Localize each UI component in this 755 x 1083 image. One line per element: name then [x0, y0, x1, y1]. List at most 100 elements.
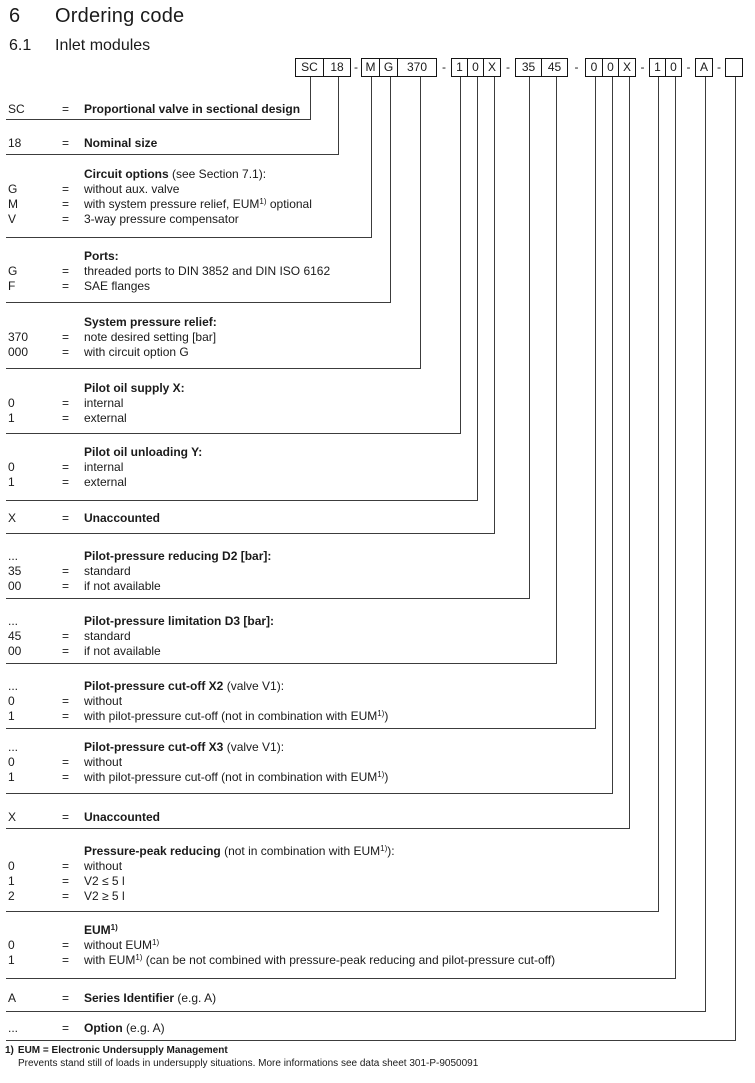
description-cell: standard: [84, 564, 131, 578]
connector-vertical-line: [735, 77, 736, 1041]
description-cell: Pilot-pressure cut-off X3 (valve V1):: [84, 740, 285, 754]
description-cell: Pressure-peak reducing (not in combinati…: [84, 844, 395, 858]
section-proportional-valve: SC=Proportional valve in sectional desig…: [0, 102, 750, 117]
section-circuit-options: Circuit options (see Section 7.1):G=with…: [0, 167, 750, 227]
code-cell: A: [8, 991, 17, 1005]
section-ports: Ports:G=threaded ports to DIN 3852 and D…: [0, 249, 750, 294]
section-eum: EUM1)0=without EUM1)1=with EUM1) (can be…: [0, 923, 750, 968]
code-cell: 1: [8, 411, 15, 425]
section-value-row: V=3-way pressure compensator: [0, 212, 750, 227]
description-cell: System pressure relief:: [84, 315, 750, 330]
code-box-0: 0: [585, 58, 603, 77]
connector-horizontal-line: [6, 828, 630, 829]
code-box-x: X: [483, 58, 501, 77]
description-cell: 3-way pressure compensator: [84, 212, 239, 226]
code-cell: 18: [8, 136, 22, 150]
equals-sign: =: [62, 770, 70, 784]
connector-vertical-line: [675, 77, 676, 979]
bold-text: Series Identifier: [84, 991, 175, 1005]
section-series-identifier: A=Series Identifier (e.g. A): [0, 991, 750, 1006]
description-cell: Pilot-pressure reducing D2 [bar]:: [84, 549, 750, 564]
description-cell: internal: [84, 396, 124, 410]
section-value-row: SC=Proportional valve in sectional desig…: [0, 102, 750, 117]
equals-sign: =: [62, 810, 70, 824]
description-cell: Pilot oil supply X:: [84, 381, 750, 396]
code-separator-dash: -: [574, 60, 579, 74]
section-value-row: 2=V2 ≥ 5 l: [0, 889, 750, 904]
connector-vertical-line: [629, 77, 630, 829]
code-box-18: 18: [323, 58, 351, 77]
section-pressure-peak-reducing: Pressure-peak reducing (not in combinati…: [0, 844, 750, 904]
code-cell: 0: [8, 694, 15, 708]
description-cell: without: [84, 859, 123, 873]
code-cell: 1: [8, 874, 15, 888]
code-cell: G: [8, 264, 18, 278]
code-cell: ...: [8, 1021, 19, 1035]
section-value-row: 0=without: [0, 694, 750, 709]
section-value-row: 1=with EUM1) (can be not combined with p…: [0, 953, 750, 968]
connector-vertical-line: [556, 77, 557, 664]
section-header-row: ...Pilot-pressure cut-off X2 (valve V1):: [0, 679, 750, 694]
section-header-row: ... Pilot-pressure limitation D3 [bar]:: [0, 614, 750, 629]
description-cell: if not available: [84, 644, 161, 658]
section-value-row: 1=external: [0, 411, 750, 426]
superscript: 1): [377, 709, 385, 718]
subtitle-text: Inlet modules: [55, 37, 151, 54]
connector-horizontal-line: [6, 500, 478, 501]
description-cell: EUM1): [84, 923, 750, 938]
description-cell: note desired setting [bar]: [84, 330, 217, 344]
section-nominal-size: 18=Nominal size: [0, 136, 750, 151]
description-cell: Option (e.g. A): [84, 1021, 165, 1035]
connector-horizontal-line: [6, 368, 421, 369]
section-pilot-pressure-cutoff-x2: ...Pilot-pressure cut-off X2 (valve V1):…: [0, 679, 750, 724]
connector-vertical-line: [612, 77, 613, 794]
code-separator-dash: -: [640, 60, 645, 74]
title-number: 6: [9, 5, 21, 27]
equals-sign: =: [62, 511, 70, 525]
code-cell: ...: [8, 614, 19, 628]
description-cell: SAE flanges: [84, 279, 151, 293]
bold-text: Pilot oil unloading Y:: [84, 445, 203, 459]
connector-vertical-line: [338, 77, 339, 155]
description-cell: Nominal size: [84, 136, 750, 151]
code-cell: X: [8, 511, 17, 525]
equals-sign: =: [62, 460, 70, 474]
section-system-pressure-relief: System pressure relief:370=note desired …: [0, 315, 750, 360]
description-cell: external: [84, 475, 127, 489]
superscript: 1): [110, 923, 118, 932]
section-pilot-pressure-limitation-d3: ...Pilot-pressure limitation D3 [bar]:45…: [0, 614, 750, 659]
code-box-45: 45: [541, 58, 568, 77]
section-unaccounted-x2: X=Unaccounted: [0, 810, 750, 825]
section-value-row: 1=with pilot-pressure cut-off (not in co…: [0, 770, 750, 785]
connector-vertical-line: [595, 77, 596, 729]
section-header-row: Pressure-peak reducing (not in combinati…: [0, 844, 750, 859]
section-value-row: 370=note desired setting [bar]: [0, 330, 750, 345]
description-cell: internal: [84, 460, 124, 474]
section-value-row: 0=without EUM1): [0, 938, 750, 953]
bold-text: Pilot-pressure limitation D3 [bar]:: [84, 614, 275, 628]
footnote-line-2: Prevents stand still of loads in undersu…: [18, 1058, 479, 1069]
section-value-row: 1=with pilot-pressure cut-off (not in co…: [0, 709, 750, 724]
description-cell: Pilot oil unloading Y:: [84, 445, 750, 460]
equals-sign: =: [62, 197, 70, 211]
code-cell: 1: [8, 709, 15, 723]
equals-sign: =: [62, 644, 70, 658]
bold-text: Pilot oil supply X:: [84, 381, 185, 395]
code-cell: 000: [8, 345, 29, 359]
connector-horizontal-line: [6, 1040, 736, 1041]
code-cell: 00: [8, 644, 22, 658]
bold-text: EUM: [84, 923, 111, 937]
section-header-row: ...Pilot-pressure reducing D2 [bar]:: [0, 549, 750, 564]
code-box-empty: [725, 58, 743, 77]
superscript: 1): [152, 938, 160, 947]
bold-text: Proportional valve in sectional design: [84, 102, 301, 116]
equals-sign: =: [62, 874, 70, 888]
equals-sign: =: [62, 264, 70, 278]
code-cell: X: [8, 810, 17, 824]
